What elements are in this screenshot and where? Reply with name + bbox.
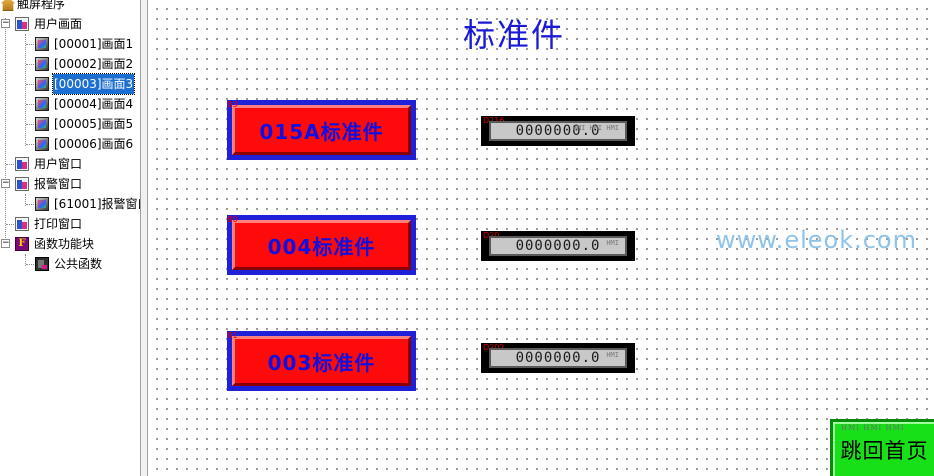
object-tag: D202 [483, 343, 504, 352]
home-button[interactable]: HMI HMI HMI 跳回首页 [830, 419, 934, 476]
tree-connector [5, 18, 6, 246]
home-button-label: 跳回首页 [840, 439, 929, 463]
panel-splitter[interactable] [140, 0, 148, 476]
tree-connector [25, 194, 26, 206]
screen-icon [35, 197, 49, 211]
tree-node-user-window[interactable]: 用户窗口 [0, 154, 140, 174]
screen-icon [35, 117, 49, 131]
tree-connector [26, 204, 34, 205]
display-number: 0000000.0 [515, 350, 601, 366]
tree-item-label: [00005]画面5 [54, 117, 134, 131]
folder-icon [15, 217, 29, 231]
tree-item-label: [61001]报警窗口 [54, 197, 140, 211]
screen-icon [35, 57, 49, 71]
project-tree: 触屏程序 − 用户画面 [00001]画面1 [00002]画面2 [00003… [0, 0, 140, 476]
tree-item-screen-4[interactable]: [00004]画面4 [0, 94, 140, 114]
object-tag: D20 [483, 231, 499, 240]
screen-icon [35, 37, 49, 51]
tree-connector [26, 144, 34, 145]
tree-item-label: [00004]画面4 [54, 97, 134, 111]
home-button-face: HMI HMI HMI 跳回首页 [833, 422, 934, 476]
tree-connector [26, 124, 34, 125]
tree-node-label: 打印窗口 [34, 217, 83, 231]
site-watermark: www.eleok.com [716, 226, 917, 254]
display-watermark: HMI HMI HMI [572, 124, 619, 132]
display-value: HMI 0000000.0 [489, 348, 627, 368]
screen-icon [35, 137, 49, 151]
tree-item-label: [00006]画面6 [54, 137, 134, 151]
object-tag: B0 [227, 215, 238, 224]
tree-node-user-screens[interactable]: − 用户画面 [0, 14, 140, 34]
tree-node-label: 报警窗口 [34, 177, 83, 191]
numeric-display-3[interactable]: D202 HMI 0000000.0 [481, 343, 635, 373]
folder-icon [15, 157, 29, 171]
screen-icon [35, 77, 49, 91]
tree-connector [6, 224, 14, 225]
tree-connector [6, 164, 14, 165]
tree-item-screen-2[interactable]: [00002]画面2 [0, 54, 140, 74]
tree-connector [26, 104, 34, 105]
object-tag: B1 [227, 331, 238, 340]
tree-node-print-window[interactable]: 打印窗口 [0, 214, 140, 234]
numeric-display-1[interactable]: D216 HMI HMI HMI 0000000.0 [481, 116, 635, 146]
folder-icon [15, 17, 29, 31]
tree-connector [26, 64, 34, 65]
button-label: 003标准件 [232, 336, 411, 386]
function-file-icon [35, 257, 49, 271]
tree-item-screen-3[interactable]: [00003]画面3 [0, 73, 140, 95]
display-value: HMI HMI HMI 0000000.0 [489, 121, 627, 141]
collapse-icon[interactable]: − [1, 178, 10, 188]
display-watermark: HMI [606, 239, 619, 247]
button-015a[interactable]: B3 015A标准件 [227, 100, 416, 160]
home-icon [1, 0, 15, 11]
screen-title[interactable]: 标准件 [463, 16, 566, 54]
tree-item-screen-1[interactable]: [00001]画面1 [0, 34, 140, 54]
numeric-display-2[interactable]: D20 HMI 0000000.0 [481, 231, 635, 261]
tree-item-label: 公共函数 [54, 257, 103, 271]
button-label: 015A标准件 [232, 105, 411, 155]
object-tag: D216 [483, 116, 504, 125]
tree-connector [26, 84, 34, 85]
screen-icon [35, 97, 49, 111]
button-003[interactable]: B1 003标准件 [227, 331, 416, 391]
tree-item-label: [00001]画面1 [54, 37, 134, 51]
tree-connector [26, 44, 34, 45]
collapse-icon[interactable]: − [1, 18, 10, 28]
tree-node-label: 函数功能块 [34, 237, 95, 251]
collapse-icon[interactable]: − [1, 238, 10, 248]
display-value: HMI 0000000.0 [489, 236, 627, 256]
tree-item-alarm[interactable]: [61001]报警窗口 [0, 194, 140, 214]
function-icon: F [15, 237, 29, 251]
tree-item-public-functions[interactable]: 公共函数 [0, 254, 140, 274]
display-number: 0000000.0 [515, 238, 601, 254]
display-watermark: HMI [606, 351, 619, 359]
tree-root-label: 触屏程序 [17, 0, 66, 11]
display-number: 0000000.0 [515, 123, 601, 139]
tree-node-label: 用户窗口 [34, 157, 83, 171]
tree-connector [26, 264, 34, 265]
tree-node-label: 用户画面 [34, 17, 83, 31]
folder-icon [15, 177, 29, 191]
tree-root[interactable]: 触屏程序 [0, 0, 140, 14]
tree-item-screen-6[interactable]: [00006]画面6 [0, 134, 140, 154]
tree-connector [25, 34, 26, 146]
tree-item-label: [00003]画面3 [51, 73, 136, 95]
tree-item-screen-5[interactable]: [00005]画面5 [0, 114, 140, 134]
tree-node-alarm-window[interactable]: − 报警窗口 [0, 174, 140, 194]
tree-node-function-blocks[interactable]: − F 函数功能块 [0, 234, 140, 254]
button-label: 004标准件 [232, 220, 411, 270]
object-tag: B3 [227, 100, 238, 109]
tree-connector [25, 254, 26, 266]
tree-item-label: [00002]画面2 [54, 57, 134, 71]
button-watermark: HMI HMI HMI [841, 424, 905, 432]
button-004[interactable]: B0 004标准件 [227, 215, 416, 275]
